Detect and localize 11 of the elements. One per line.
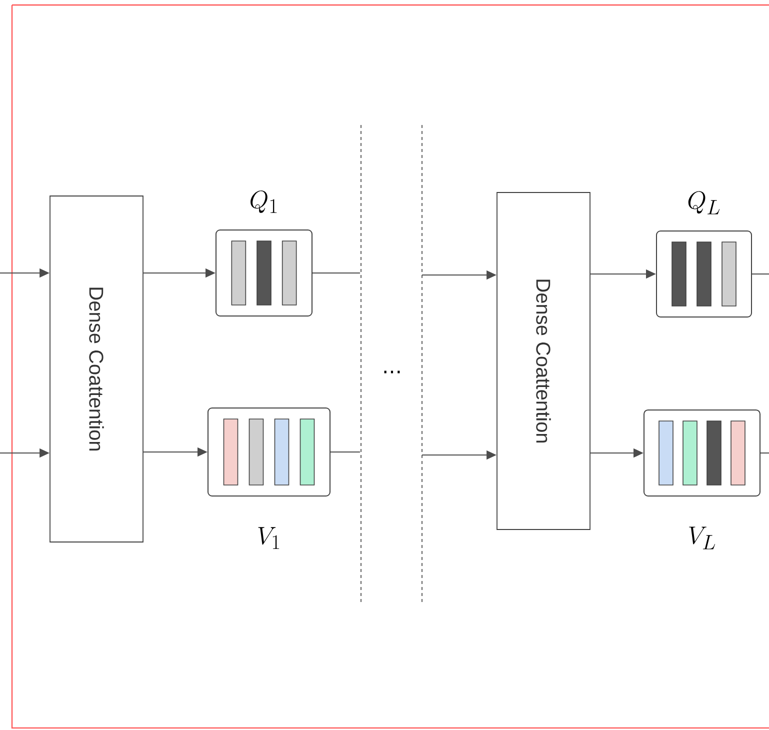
vector-box — [216, 230, 312, 316]
vector-box — [644, 410, 760, 496]
process-box: Dense Coattention — [496, 192, 590, 530]
ellipsis: … — [384, 370, 400, 374]
vector-label: $V_1$ — [258, 527, 280, 549]
vector-label: $V_L$ — [689, 526, 716, 550]
vector-label: $Q_L$ — [688, 191, 720, 214]
vector-box — [656, 230, 752, 318]
process-box: Dense Coattention — [50, 196, 144, 542]
vector-box — [208, 408, 330, 496]
vector-label: $Q_1$ — [250, 190, 277, 213]
